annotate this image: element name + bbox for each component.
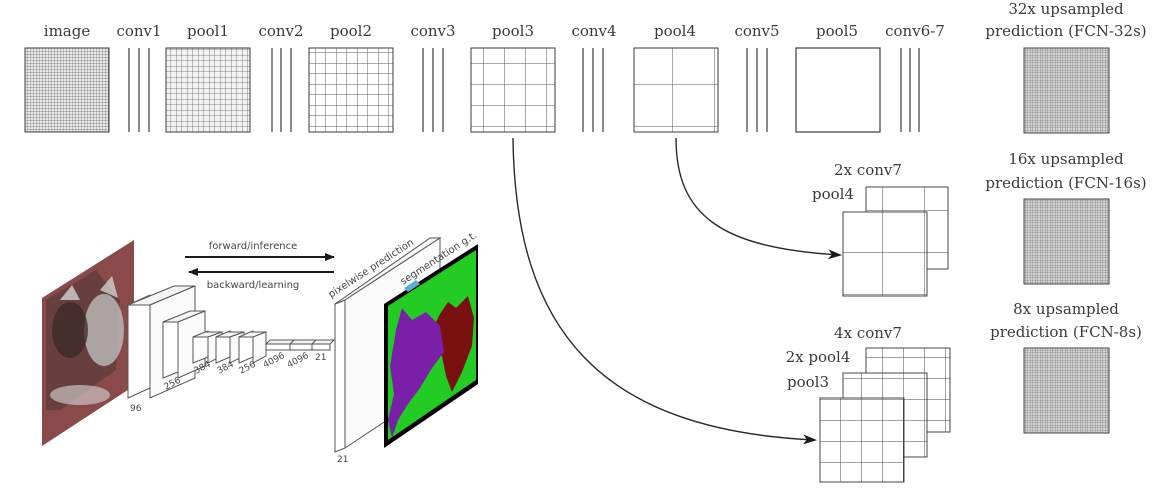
- label-conv3: conv3: [410, 22, 455, 40]
- fcn32-output-grid: [1023, 47, 1110, 134]
- output-fcn8: 8x upsampled prediction (FCN-8s): [990, 300, 1142, 434]
- forward-label: forward/inference: [209, 241, 298, 252]
- slab-4096a: [265, 343, 291, 351]
- label-pool3: pool3: [492, 22, 534, 40]
- dim-96: 96: [130, 404, 142, 414]
- fcn8-output-grid: [1023, 347, 1110, 434]
- block-pool4: [633, 47, 719, 133]
- dim-out-21: 21: [337, 455, 348, 465]
- dim-21: 21: [315, 353, 326, 363]
- label-pool2: pool2: [330, 22, 372, 40]
- skip-arrow-pool3: [512, 137, 817, 445]
- block-conv4: [582, 48, 604, 132]
- label-pool5: pool5: [816, 22, 858, 40]
- slab-21: [311, 343, 331, 351]
- stage16-title: 2x conv7: [834, 161, 902, 179]
- stage8-pool3-front: [819, 397, 905, 483]
- block-pool2: [308, 47, 394, 133]
- stage8-pool3-label: pool3: [787, 373, 829, 391]
- slab-96: [127, 294, 151, 399]
- label-conv5: conv5: [734, 22, 779, 40]
- fcn8-title-line2: prediction (FCN-8s): [990, 323, 1142, 341]
- seg-purple-dog: [388, 308, 444, 438]
- stage8-title: 4x conv7: [834, 324, 902, 342]
- block-pool1: [165, 47, 251, 133]
- block-conv2: [271, 48, 292, 132]
- skip-arrow-pool4: [675, 137, 842, 260]
- block-conv5: [746, 48, 768, 132]
- input-photo: [42, 240, 134, 446]
- slab-256: [162, 315, 179, 379]
- label-pool1: pool1: [187, 22, 229, 40]
- label-conv6-7: conv6-7: [885, 22, 945, 40]
- label-conv4: conv4: [571, 22, 616, 40]
- fusion-stage-8s: 4x conv7 2x pool4 pool3: [786, 324, 951, 483]
- block-conv6-7: [900, 48, 920, 132]
- seg-maroon-cat: [432, 296, 474, 392]
- backward-label: backward/learning: [207, 280, 300, 291]
- fcn16-output-grid: [1023, 198, 1110, 285]
- label-pool4: pool4: [654, 22, 696, 40]
- direction-arrows: forward/inference backward/learning: [185, 241, 335, 291]
- label-image: image: [44, 22, 91, 40]
- fcn16-title-line1: 16x upsampled: [1008, 150, 1124, 168]
- fcn8-title-line1: 8x upsampled: [1013, 300, 1119, 318]
- block-pool3: [470, 47, 556, 133]
- slab-pixelwise: [334, 299, 346, 453]
- top-row-blocks: [24, 47, 920, 133]
- block-conv3: [422, 48, 444, 132]
- fusion-stage-16s: 2x conv7 pool4: [812, 161, 949, 297]
- stage16-pool-label: pool4: [812, 185, 854, 203]
- fcn16-title-line2: prediction (FCN-16s): [985, 174, 1146, 192]
- fcn32-title-line1: 32x upsampled: [1008, 0, 1124, 18]
- label-conv2: conv2: [258, 22, 303, 40]
- block-pool5: [795, 47, 881, 133]
- stage16-pool4-front: [842, 211, 928, 297]
- fcn32-title-line2: prediction (FCN-32s): [985, 22, 1146, 40]
- dim-4096b: 4096: [286, 351, 311, 371]
- segmentation-output: [384, 244, 478, 448]
- label-conv1: conv1: [116, 22, 161, 40]
- stage8-pool4-label: 2x pool4: [786, 348, 851, 366]
- block-image: [24, 47, 110, 133]
- block-conv1: [128, 48, 150, 132]
- inset-network: 96 256 384 384 256 4096 4096 21 21 forwa…: [42, 230, 479, 465]
- output-fcn32: 32x upsampled prediction (FCN-32s): [985, 0, 1147, 134]
- slab-4096b: [289, 343, 313, 351]
- top-row-labels: image conv1 pool1 conv2 pool2 conv3 pool…: [44, 22, 945, 40]
- output-fcn16: 16x upsampled prediction (FCN-16s): [985, 150, 1147, 285]
